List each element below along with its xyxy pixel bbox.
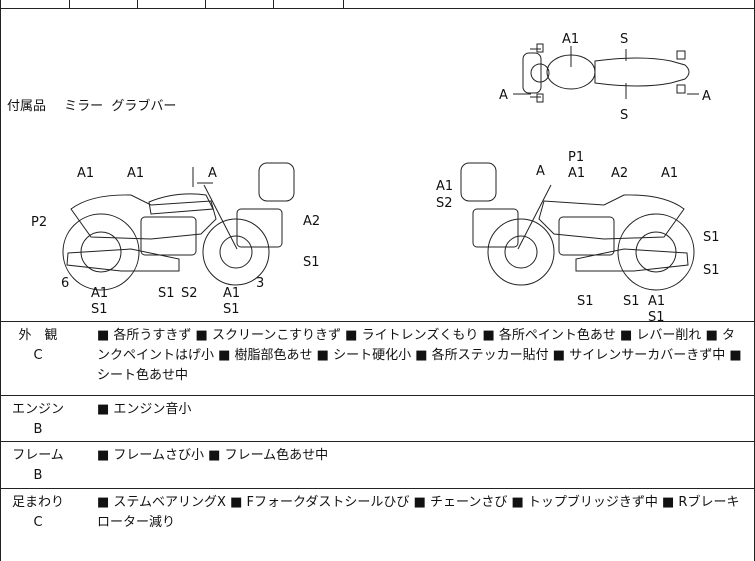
row-grade: C <box>33 348 43 363</box>
label-3: 3 <box>256 276 264 291</box>
label-a1: A1 <box>568 166 585 181</box>
label-a: A <box>536 164 545 179</box>
label-a1: A1 <box>562 32 579 47</box>
top-header-strip <box>1 0 754 9</box>
label-s1: S1 <box>577 294 594 309</box>
row-category: フレーム <box>12 448 64 463</box>
row-grade: C <box>33 515 43 530</box>
label-a1: A1 <box>223 286 240 301</box>
label-a2: A2 <box>303 214 320 229</box>
row-grade: B <box>33 422 43 437</box>
row-details: ■ 各所うすきず ■ スクリーンこすりきず ■ ライトレンズくもり ■ 各所ペイ… <box>97 328 742 383</box>
accessory-item: グラブバー <box>111 99 177 114</box>
label-s2: S2 <box>436 196 453 211</box>
top-view-motorcycle <box>513 43 699 103</box>
label-6: 6 <box>61 276 69 291</box>
row-category: エンジン <box>11 402 64 417</box>
left-view-motorcycle <box>62 162 295 291</box>
condition-row-engine: エンジン B ■ エンジン音小 <box>1 396 754 442</box>
damage-diagram-area: 付属品 ミラー グラブバー A1 S S A A <box>1 9 754 322</box>
right-view-motorcycle <box>460 162 695 291</box>
label-s1: S1 <box>223 302 240 317</box>
label-a1: A1 <box>648 294 665 309</box>
label-s1: S1 <box>703 263 720 278</box>
label-a1: A1 <box>661 166 678 181</box>
row-category: 外 観 <box>18 328 58 343</box>
row-details: ■ エンジン音小 <box>97 402 192 417</box>
label-a: A <box>499 88 508 103</box>
accessory-item: ミラー <box>64 99 104 114</box>
accessories-line: 付属品 ミラー グラブバー <box>7 95 190 114</box>
label-s2: S2 <box>181 286 198 301</box>
label-s: S <box>620 108 628 123</box>
label-a2: A2 <box>611 166 628 181</box>
row-category: 足まわり <box>11 495 64 510</box>
row-details: ■ フレームさび小 ■ フレーム色あせ中 <box>97 448 329 463</box>
condition-row-exterior: 外 観 C ■ 各所うすきず ■ スクリーンこすりきず ■ ライトレンズくもり ■… <box>1 322 754 396</box>
row-details: ■ ステムベアリングX ■ Fフォークダストシールひび ■ チェーンさび ■ ト… <box>97 495 740 530</box>
label-s1: S1 <box>703 230 720 245</box>
row-grade: B <box>33 468 43 483</box>
label-a1: A1 <box>77 166 94 181</box>
label-s1: S1 <box>648 310 665 321</box>
label-a1: A1 <box>436 179 453 194</box>
condition-row-suspension: 足まわり C ■ ステムベアリングX ■ Fフォークダストシールひび ■ チェーン… <box>1 489 754 561</box>
label-p1: P1 <box>568 150 584 165</box>
label-a: A <box>208 166 217 181</box>
label-p2: P2 <box>31 215 47 230</box>
label-s1: S1 <box>303 255 320 270</box>
label-s: S <box>620 32 628 47</box>
accessories-label: 付属品 <box>7 99 47 114</box>
motorcycle-diagrams: A1 S S A A A1 A1 A P2 A2 S1 <box>31 32 720 321</box>
label-a1: A1 <box>127 166 144 181</box>
label-s1: S1 <box>623 294 640 309</box>
label-s1: S1 <box>91 302 108 317</box>
label-s1: S1 <box>158 286 175 301</box>
label-a1: A1 <box>91 286 108 301</box>
condition-row-frame: フレーム B ■ フレームさび小 ■ フレーム色あせ中 <box>1 442 754 489</box>
label-a: A <box>702 89 711 104</box>
